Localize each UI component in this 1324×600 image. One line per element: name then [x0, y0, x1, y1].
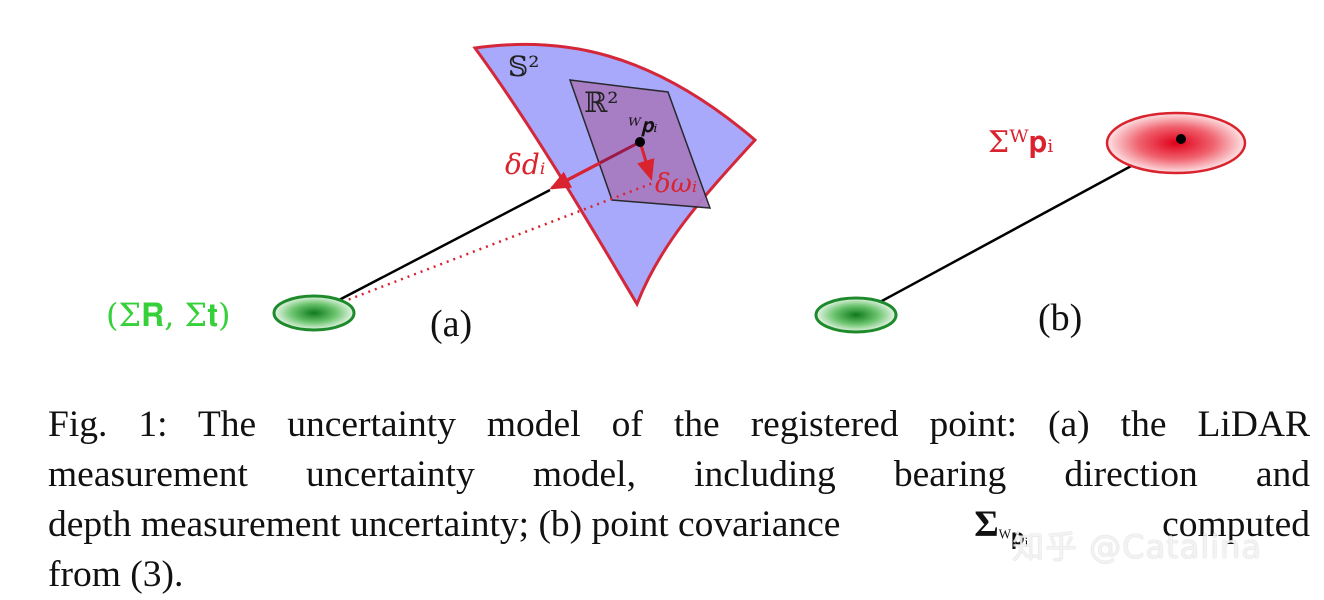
- pose-covariance-ellipse: [272, 294, 356, 332]
- point-dot: [1176, 134, 1186, 144]
- caption-line-3-end: computed: [1162, 504, 1310, 545]
- caption-line-4: from (3).: [48, 554, 184, 595]
- bearing-arrow: [637, 141, 655, 181]
- caption-sigma: Σᵂ𝐩ᵢ: [974, 500, 1028, 550]
- transform-ray: [855, 137, 1182, 317]
- caption-line-3: depth measurement uncertainty; (b) point…: [48, 500, 1310, 550]
- registered-point: [635, 137, 645, 147]
- caption-sigma-subscript: ᵂ𝐩ᵢ: [998, 524, 1029, 550]
- caption-line-2: measurement uncertainty model, including…: [48, 454, 1310, 495]
- point-covariance-ellipse: [1105, 111, 1247, 175]
- sphere-label: 𝕊²: [508, 50, 539, 83]
- panel-a: 𝕊² ℝ² ᵂ𝐩ᵢ δdᵢ δωᵢ (Σ𝐑, Σ𝐭) (a): [106, 42, 758, 345]
- depth-arrow: [549, 161, 601, 190]
- caption-sigma-symbol: Σ: [974, 504, 999, 545]
- bearing-uncertainty-label: δωᵢ: [655, 169, 697, 199]
- depth-uncertainty-label: δdᵢ: [505, 148, 545, 181]
- point-label: ᵂ𝐩ᵢ: [628, 113, 657, 137]
- panel-b: Σᵂ𝐩ᵢ (b): [814, 111, 1247, 339]
- pose-ellipse-b: [814, 296, 898, 334]
- figure-illustration: 𝕊² ℝ² ᵂ𝐩ᵢ δdᵢ δωᵢ (Σ𝐑, Σ𝐭) (a) Σᵂ𝐩ᵢ (b): [106, 42, 1247, 345]
- watermark: 知乎 @Catalina: [1012, 528, 1262, 566]
- measurement-ray: [315, 188, 551, 314]
- pose-covariance-label: (Σ𝐑, Σ𝐭): [106, 296, 230, 334]
- panel-b-tag: (b): [1038, 297, 1082, 339]
- point-covariance-label: Σᵂ𝐩ᵢ: [988, 125, 1053, 160]
- panel-a-tag: (a): [430, 303, 472, 345]
- plane-label: ℝ²: [584, 86, 619, 119]
- caption-line-3-text: depth measurement uncertainty; (b) point…: [48, 504, 841, 545]
- figure-caption: Fig. 1: The uncertainty model of the reg…: [48, 400, 1310, 600]
- caption-line-1: Fig. 1: The uncertainty model of the reg…: [48, 404, 1310, 445]
